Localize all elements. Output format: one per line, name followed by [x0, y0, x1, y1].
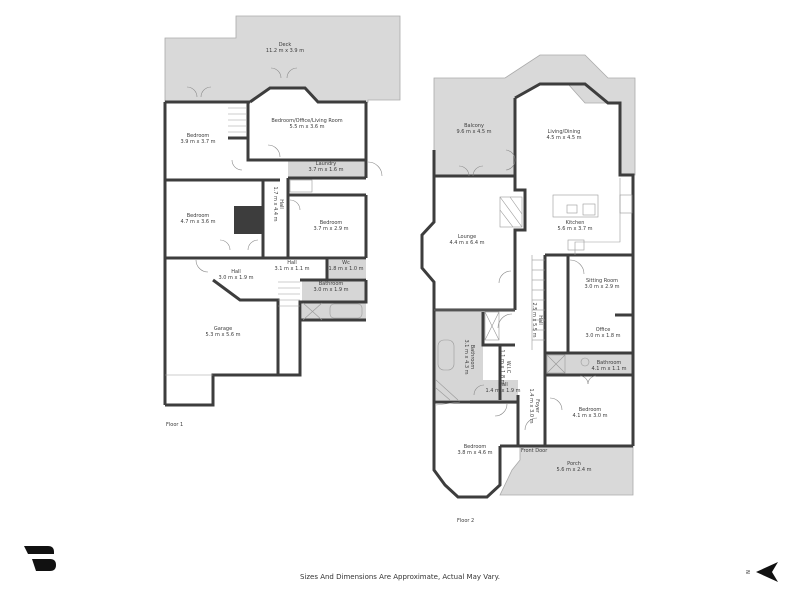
room-dims: 3.8 m x 4.6 m [457, 450, 493, 456]
room-dims: 5.5 m x 3.6 m [289, 124, 325, 130]
room-dims: 3.1 m x 1.1 m [274, 266, 310, 272]
room-name: Bathroom [469, 344, 475, 370]
room-dims: 1.1 m x 1.8 m [499, 349, 505, 385]
room-name: Living/Dining [547, 129, 581, 135]
room-name: Bedroom [463, 444, 487, 450]
room-name: Wc [342, 260, 350, 266]
room-name: Foyer [534, 399, 540, 413]
room-dims: 4.7 m x 3.6 m [180, 219, 216, 225]
room-dims: 5.6 m x 2.4 m [556, 467, 592, 473]
room-name: Bathroom [318, 281, 344, 287]
floor-1-plan [163, 15, 401, 407]
brand-logo-icon [24, 546, 56, 571]
room-name: Hall [278, 199, 284, 209]
room-dims: 4.4 m x 6.4 m [449, 240, 485, 246]
room-name: Laundry [315, 161, 337, 167]
room-dims: 3.0 m x 1.8 m [585, 333, 621, 339]
room-dims: 3.0 m x 1.9 m [313, 287, 349, 293]
room-name: Hall [537, 315, 543, 325]
hall-floor2-fill [470, 380, 518, 404]
room-name: Deck [278, 42, 292, 48]
room-dims: 5.6 m x 3.7 m [557, 226, 593, 232]
room-dims: 5.3 m x 5.6 m [205, 332, 241, 338]
room-name: Bathroom [596, 360, 622, 366]
room-name: W.I.C [505, 360, 511, 374]
room-name: Lounge [457, 234, 477, 240]
room-dims: 4.5 m x 4.5 m [546, 135, 582, 141]
room-dims: 1.4 m x 1.9 m [485, 388, 521, 394]
room-name: Balcony [464, 123, 484, 129]
room-dims: 2.5 m x 5.5 m [531, 302, 537, 338]
room-name: Porch [567, 461, 581, 467]
floor-2-label: Floor 2 [457, 518, 475, 524]
bathroom-4x1-fill [545, 353, 633, 375]
room-dims: 3.1 m x 4.3 m [463, 339, 469, 375]
room-name: Bedroom [186, 133, 210, 139]
room-name: Bedroom [319, 220, 343, 226]
room-dims: 1.7 m x 4.4 m [272, 186, 278, 222]
room-name: Garage [213, 326, 233, 332]
room-dims: 1.8 m x 1.0 m [328, 266, 364, 272]
room-dims: 4.1 m x 3.0 m [572, 413, 608, 419]
laundry-fill [288, 160, 366, 178]
room-name: Office [595, 327, 611, 333]
stair-void [234, 206, 262, 234]
disclaimer-text: Sizes And Dimensions Are Approximate, Ac… [299, 573, 501, 581]
floor-1-label: Floor 1 [166, 422, 184, 428]
room-dims: 4.1 m x 1.1 m [591, 366, 627, 372]
room-dims: 11.2 m x 3.9 m [265, 48, 305, 54]
balcony-area [433, 54, 636, 177]
room-name: Bedroom [186, 213, 210, 219]
room-name: Kitchen [565, 220, 585, 226]
room-dims: 3.0 m x 1.9 m [218, 275, 254, 281]
room-dims: 3.9 m x 3.7 m [180, 139, 216, 145]
room-name: Bedroom [578, 407, 602, 413]
room-name: Hall [231, 269, 241, 275]
floor-2-plan [420, 54, 636, 499]
wc-fill [327, 260, 366, 278]
bathroom-fill [302, 280, 366, 320]
room-name: Bedroom/Office/Living Room [271, 118, 343, 124]
front-door-label: Front Door [521, 448, 548, 454]
north-arrow-icon [756, 562, 778, 582]
room-dims: 1.4 m x 3.0 m [528, 388, 534, 424]
bathroom-3x4-fill [435, 312, 483, 400]
room-name: Sitting Room [585, 278, 619, 284]
room-dims: 3.7 m x 1.6 m [308, 167, 344, 173]
room-dims: 3.7 m x 2.9 m [313, 226, 349, 232]
room-name: Hall [287, 260, 297, 266]
room-dims: 3.0 m x 2.9 m [584, 284, 620, 290]
room-dims: 9.6 m x 4.5 m [456, 129, 492, 135]
room-name: Hall [498, 382, 508, 388]
